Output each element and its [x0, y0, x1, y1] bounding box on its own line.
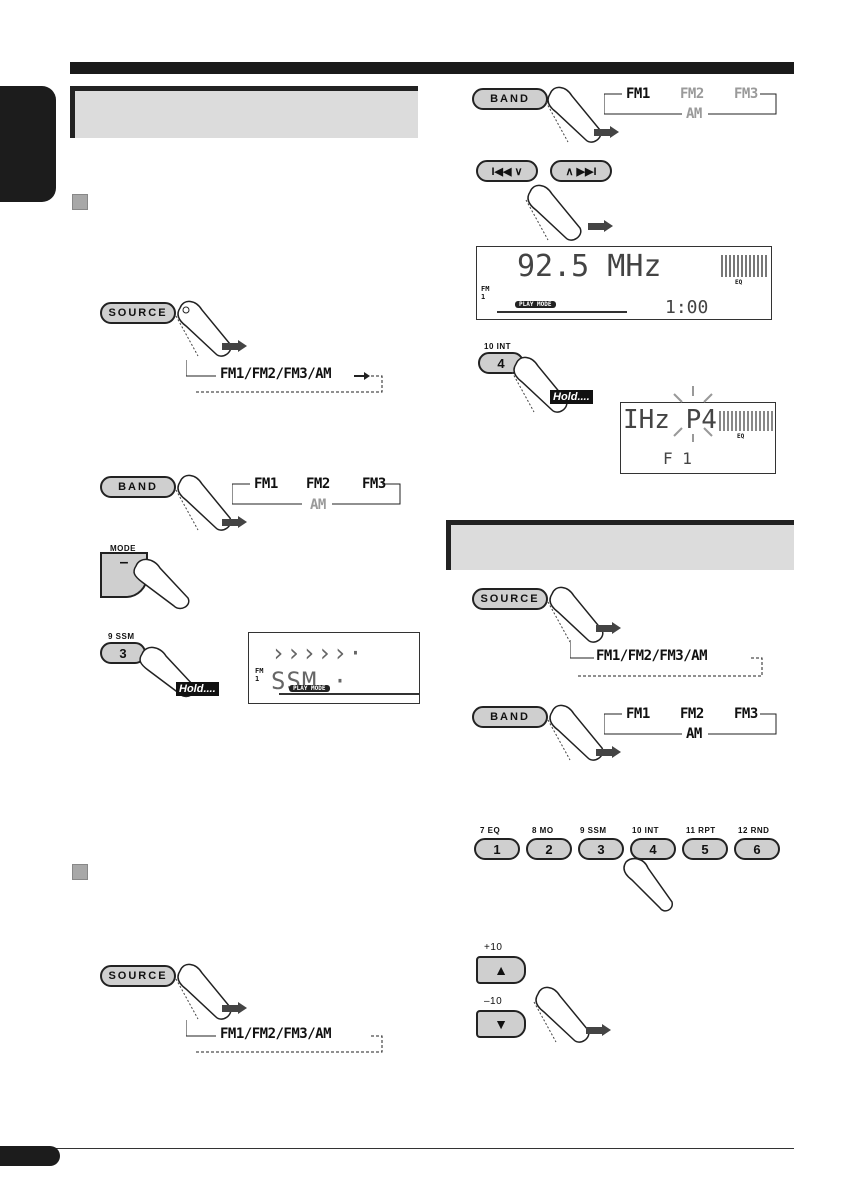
press-arrow: [596, 622, 621, 634]
plus10-label: +10: [484, 942, 503, 953]
band-flow-fm2: FM2: [306, 476, 330, 492]
lcd-one-label: 1: [255, 675, 260, 683]
blink-rays-icon: [673, 386, 713, 442]
finger-press-icon: [547, 586, 604, 643]
preset-3-button[interactable]: 3: [578, 838, 624, 860]
band-flow-lines: [604, 713, 777, 735]
language-tab: [0, 86, 56, 202]
press-arrow: [222, 340, 247, 352]
play-mode-label: PLAY MODE: [515, 301, 556, 308]
down-10-button[interactable]: ▼: [476, 1010, 526, 1038]
source-flow-lines: [186, 1020, 383, 1053]
press-arrow: [222, 516, 247, 528]
hold-badge: Hold....: [550, 390, 593, 404]
preset-1-button[interactable]: 1: [474, 838, 520, 860]
mode-label: MODE: [110, 544, 136, 553]
source-button[interactable]: SOURCE: [100, 302, 176, 324]
preset-6-button[interactable]: 6: [734, 838, 780, 860]
finger-press-icon: [525, 184, 582, 241]
source-button[interactable]: SOURCE: [472, 588, 548, 610]
band-flow-fm1: FM1: [626, 706, 650, 722]
band-button[interactable]: BAND: [472, 706, 548, 728]
lcd-display-frequency: 92.5 MHz FM 1 PLAY MODE 1:00 EQ: [476, 246, 772, 320]
finger-press-icon: [623, 857, 673, 912]
up-10-button[interactable]: ▲: [476, 956, 526, 984]
section-marker: [72, 864, 88, 880]
eq-meter: [719, 411, 773, 431]
preset-3-label: 9 SSM: [580, 826, 607, 835]
band-flow-am: AM: [686, 726, 702, 742]
lcd-preset-text: IHz P4: [623, 405, 717, 435]
source-flow-text: FM1/FM2/FM3/AM: [220, 1026, 332, 1042]
eq-label: EQ: [737, 433, 745, 440]
preset-1-label: 7 EQ: [480, 826, 501, 835]
press-arrow: [594, 126, 619, 138]
finger-press-icon: [175, 300, 232, 357]
press-arrow: [586, 1024, 611, 1036]
press-arrow: [588, 220, 613, 232]
band-flow-lines: [232, 483, 401, 505]
finger-press-icon: [175, 963, 232, 1020]
lcd-display-preset: IHz P4 F 1 EQ: [620, 402, 776, 474]
source-flow-text: FM1/FM2/FM3/AM: [220, 366, 332, 382]
band-flow-lines: [604, 93, 777, 115]
lcd-f1-text: F 1: [663, 449, 692, 468]
band-flow-fm3: FM3: [362, 476, 386, 492]
int-label: 10 INT: [484, 342, 512, 351]
eq-meter: [721, 255, 767, 277]
section-heading-box: [446, 520, 794, 570]
source-flow-text: FM1/FM2/FM3/AM: [596, 648, 708, 664]
source-button-lower[interactable]: SOURCE: [100, 965, 176, 987]
band-flow-fm2: FM2: [680, 706, 704, 722]
finger-press-icon: [175, 474, 232, 531]
band-button[interactable]: BAND: [100, 476, 176, 498]
finger-press-icon: [133, 558, 190, 610]
preset-5-label: 11 RPT: [686, 826, 716, 835]
ssm-label: 9 SSM: [108, 632, 135, 641]
band-flow-fm1: FM1: [626, 86, 650, 102]
finger-press-icon: [547, 704, 604, 761]
band-flow-fm3: FM3: [734, 86, 758, 102]
flow-arrow-icon: [354, 372, 370, 380]
band-flow-am: AM: [686, 106, 702, 122]
seek-prev-button[interactable]: I◀◀ ∨: [476, 160, 538, 182]
hold-badge: Hold....: [176, 682, 219, 696]
finger-press-icon: [511, 356, 568, 413]
seek-next-button[interactable]: ∧ ▶▶I: [550, 160, 612, 182]
lcd-fm-label: FM: [481, 285, 490, 293]
press-arrow: [596, 746, 621, 758]
lcd-frequency: 92.5 MHz: [517, 249, 662, 284]
lcd-one-label: 1: [481, 293, 486, 301]
preset-6-label: 12 RND: [738, 826, 770, 835]
eq-label: EQ: [735, 279, 743, 286]
band-flow-fm1: FM1: [254, 476, 278, 492]
section-marker: [72, 194, 88, 210]
bottom-rule: [0, 1148, 794, 1149]
top-rule: [70, 62, 794, 74]
preset-4-button[interactable]: 4: [630, 838, 676, 860]
band-button[interactable]: BAND: [472, 88, 548, 110]
lcd-time: 1:00: [665, 297, 709, 318]
finger-press-icon: [545, 86, 602, 143]
band-flow-fm2: FM2: [680, 86, 704, 102]
minus10-label: –10: [484, 996, 503, 1007]
source-flow-lines: [570, 640, 763, 677]
lcd-display-ssm: ›››››· SSM · FM 1 PLAY MODE: [248, 632, 420, 704]
preset-5-button[interactable]: 5: [682, 838, 728, 860]
play-mode-label: PLAY MODE: [289, 685, 330, 692]
source-flow-lines: [186, 360, 383, 393]
page-number-tab: [0, 1146, 60, 1166]
section-heading-box: [70, 86, 418, 138]
finger-press-icon: [533, 986, 590, 1043]
preset-2-label: 8 MO: [532, 826, 554, 835]
press-arrow: [222, 1002, 247, 1014]
preset-4-label: 10 INT: [632, 826, 660, 835]
band-flow-fm3: FM3: [734, 706, 758, 722]
lcd-fm-label: FM: [255, 667, 264, 675]
band-flow-am: AM: [310, 497, 326, 513]
preset-2-button[interactable]: 2: [526, 838, 572, 860]
